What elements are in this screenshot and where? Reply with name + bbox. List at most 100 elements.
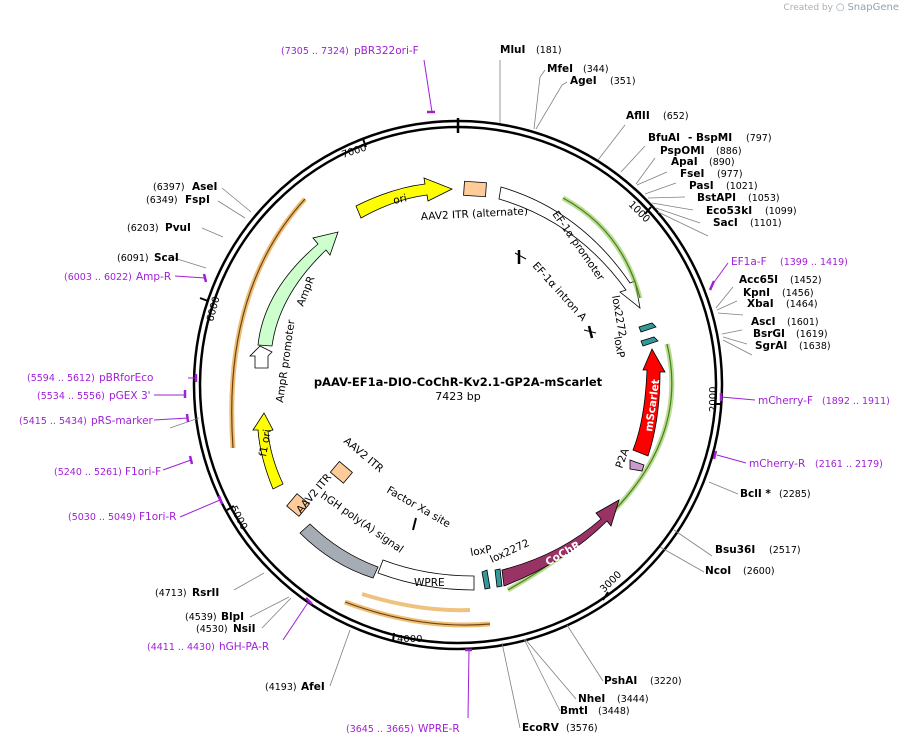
enzyme-position: (4530): [196, 624, 228, 635]
enzyme-name: BclI *: [740, 488, 771, 500]
enzyme-eco53ki[interactable]: Eco53kI(1099): [706, 205, 797, 217]
p2a-feature[interactable]: [629, 459, 645, 472]
tick-label: 4000: [397, 634, 422, 645]
primer-pgex3[interactable]: (5534 .. 5556)pGEX 3': [37, 390, 151, 402]
enzyme-asci[interactable]: AscI(1601): [751, 316, 819, 328]
primer-name: pBRforEco: [99, 372, 153, 384]
enzyme-sgrai[interactable]: SgrAI(1638): [755, 340, 831, 352]
enzyme-position: (6349): [146, 195, 178, 206]
cochr-feature[interactable]: [501, 499, 620, 587]
loxp-bottom-feature[interactable]: [481, 569, 491, 590]
enzyme-mfei[interactable]: MfeI(344): [547, 63, 609, 75]
enzyme-ncoi[interactable]: NcoI(2600): [705, 565, 775, 577]
primer-f1ori-r[interactable]: (5030 .. 5049)F1ori-R: [68, 511, 176, 523]
primer-range: (1892 .. 1911): [822, 396, 890, 407]
enzyme-bstapi[interactable]: BstAPI(1053): [697, 192, 780, 204]
mscarlet-feature[interactable]: [632, 348, 666, 457]
itr-bottom-feature[interactable]: [286, 493, 310, 517]
primer-ef1a-f[interactable]: EF1a-F(1399 .. 1419): [731, 256, 848, 268]
enzyme-rsrii[interactable]: (4713)RsrII: [155, 587, 219, 599]
ori-feature[interactable]: [355, 177, 453, 219]
enzyme-bsu36i[interactable]: Bsu36I(2517): [715, 544, 801, 556]
enzyme-name: MfeI: [547, 63, 573, 75]
wpre-feature[interactable]: [377, 559, 475, 591]
enzyme-blpi[interactable]: (4539) BlpI: [185, 611, 244, 623]
enzyme-name: BmtI: [560, 705, 588, 717]
enzyme-position: (4713): [155, 588, 187, 599]
enzyme-aflii[interactable]: AflII(652): [626, 110, 689, 122]
enzyme-agei[interactable]: AgeI(351): [570, 75, 636, 87]
wpre-label: WPRE: [414, 577, 445, 589]
enzyme-fsei[interactable]: FseI(977): [680, 168, 743, 180]
ampr-promoter-feature[interactable]: [249, 345, 273, 369]
enzyme-nhei[interactable]: NheI(3444): [578, 693, 649, 705]
enzyme-position: (1099): [765, 206, 797, 217]
primer-name: EF1a-F: [731, 256, 767, 268]
enzyme-xbai[interactable]: XbaI(1464): [747, 298, 818, 310]
loxp-bottom-label: loxP: [469, 543, 492, 559]
enzyme-pspomi[interactable]: PspOMI(886): [660, 145, 742, 157]
tick-label: 2000: [708, 387, 719, 412]
enzyme-afei[interactable]: (4193)AfeI: [265, 681, 325, 693]
enzyme-pvui[interactable]: (6203)PvuI: [127, 222, 191, 234]
primer-name: pGEX 3': [109, 390, 151, 402]
f1ori-feature[interactable]: [252, 412, 284, 490]
itr-alt-label: AAV2 ITR (alternate): [421, 205, 529, 223]
enzyme-pasi[interactable]: PasI (1021): [689, 180, 758, 192]
ef1a-promoter-feature[interactable]: [498, 186, 641, 309]
primer-name: mCherry-R: [749, 458, 805, 470]
enzyme-acc65i[interactable]: Acc65I(1452): [739, 274, 822, 286]
primer-range: (7305 .. 7324): [281, 46, 349, 57]
primer-name: F1ori-F: [125, 466, 161, 478]
enzyme-nsii[interactable]: (4530)NsiI: [196, 623, 256, 635]
ori-label: ori: [392, 192, 408, 207]
plasmid-name: pAAV-EF1a-DIO-CoChR-Kv2.1-GP2A-mScarlet: [314, 375, 603, 389]
enzyme-name: AgeI: [570, 75, 597, 87]
enzyme-bsrgi[interactable]: BsrGI(1619): [753, 328, 828, 340]
enzyme-pshai[interactable]: PshAI(3220): [604, 675, 682, 687]
enzyme-name: PasI: [689, 180, 714, 192]
primer-wpre-r[interactable]: (3645 .. 3665)WPRE-R: [346, 723, 460, 735]
primer-name: pRS-marker: [91, 415, 154, 427]
enzyme-kpni[interactable]: KpnI(1456): [743, 287, 814, 299]
enzyme-position: (2600): [743, 566, 775, 577]
primer-pbr322ori-f[interactable]: (7305 .. 7324)pBR322ori-F: [281, 45, 419, 57]
enzyme-name: BlpI: [221, 611, 244, 623]
enzyme-name: Bsu36I: [715, 544, 755, 556]
primer-mcherry-r[interactable]: mCherry-R(2161 .. 2179): [749, 458, 883, 470]
enzyme-scai[interactable]: (6091)ScaI: [117, 252, 179, 264]
credit-brand: SnapGene: [847, 2, 899, 13]
enzyme-apai[interactable]: ApaI(890): [671, 156, 735, 168]
primer-range: (4411 .. 4430): [147, 642, 215, 653]
primer-f1ori-f[interactable]: (5240 .. 5261)F1ori-F: [54, 466, 161, 478]
enzyme-ecorv[interactable]: EcoRV(3576): [522, 722, 598, 734]
primer-range: (5594 .. 5612): [27, 373, 95, 384]
enzyme-bmti[interactable]: BmtI (3448): [560, 705, 630, 717]
enzyme-position: (6091): [117, 253, 149, 264]
loxp-top-feature[interactable]: [640, 336, 659, 347]
hgh-polya-feature[interactable]: [299, 523, 379, 579]
enzyme-name: FseI: [680, 168, 704, 180]
enzyme-bcli[interactable]: BclI *(2285): [740, 488, 811, 500]
lox2272-bottom-feature[interactable]: [494, 568, 503, 588]
primer-name: hGH-PA-R: [219, 641, 269, 653]
enzyme-position: (3448): [598, 706, 630, 717]
enzyme-bfuai[interactable]: BfuAI- BspMI(797): [648, 132, 772, 144]
enzyme-position: (4539): [185, 612, 217, 623]
enzyme-saci[interactable]: SacI(1101): [713, 217, 782, 229]
itr-alt-feature[interactable]: [463, 180, 487, 198]
primer-pbrforeco[interactable]: (5594 .. 5612) pBRforEco: [27, 372, 153, 384]
enzyme-fspi[interactable]: (6349)FspI: [146, 194, 210, 206]
enzyme-mlui[interactable]: MluI(181): [500, 44, 562, 56]
primer-mcherry-f[interactable]: mCherry-F(1892 .. 1911): [758, 395, 890, 407]
primer-prs-marker[interactable]: (5415 .. 5434)pRS-marker: [19, 415, 154, 427]
primer-amp-r[interactable]: (6003 .. 6022)Amp-R: [64, 271, 171, 283]
itr-mid-feature[interactable]: [329, 460, 353, 484]
enzyme-position: (1021): [726, 181, 758, 192]
lox2272-top-feature[interactable]: [638, 322, 657, 333]
primer-hgh-pa-r[interactable]: (4411 .. 4430) hGH-PA-R: [147, 641, 269, 653]
enzyme-asei[interactable]: (6397)AseI: [153, 181, 217, 193]
factor-xa-label: Factor Xa site: [385, 484, 453, 530]
ampr-feature[interactable]: [257, 231, 339, 347]
